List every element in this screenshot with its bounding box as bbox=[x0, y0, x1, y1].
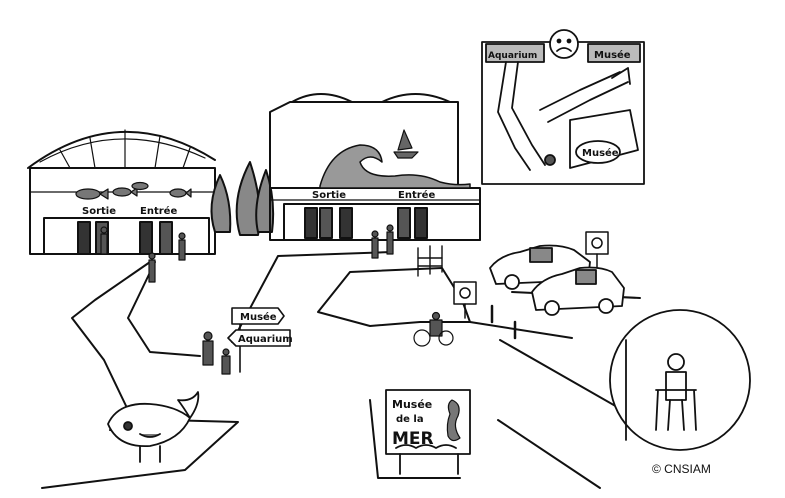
signpost bbox=[227, 307, 291, 373]
copyright-text: © CNSIAM bbox=[652, 462, 711, 476]
stairs bbox=[417, 245, 443, 277]
signpost-aquarium-label: Aquarium bbox=[238, 334, 293, 345]
aquarium-entry-label: Entrée bbox=[140, 205, 177, 217]
aquarium-building bbox=[27, 129, 216, 255]
map-museum-bubble-label: Musée bbox=[582, 147, 619, 159]
billboard bbox=[385, 389, 471, 475]
museum-entry-label: Entrée bbox=[398, 189, 435, 201]
sailboat-icon bbox=[393, 129, 419, 159]
billboard-line1: Musée bbox=[392, 398, 432, 411]
wave-icon bbox=[319, 144, 471, 189]
walker-inset bbox=[609, 309, 751, 451]
bollards bbox=[490, 304, 517, 340]
wheelchair-icon bbox=[453, 281, 477, 319]
map-inset bbox=[481, 29, 645, 185]
billboard-line3: MER bbox=[392, 429, 434, 449]
whale-icon bbox=[107, 391, 200, 463]
map-museum-top-label: Musée bbox=[594, 49, 631, 61]
parked-cars bbox=[489, 244, 625, 316]
signpost-museum-label: Musée bbox=[240, 311, 277, 323]
aquarium-exit-label: Sortie bbox=[82, 206, 116, 217]
trees bbox=[210, 161, 275, 236]
wheelchair-icon bbox=[585, 231, 609, 269]
people bbox=[100, 224, 454, 375]
seahorse-icon bbox=[446, 399, 461, 442]
museum-exit-label: Sortie bbox=[312, 190, 346, 201]
map-aquarium-label: Aquarium bbox=[488, 51, 537, 61]
fish-icon bbox=[75, 181, 192, 200]
billboard-line2: de la bbox=[396, 414, 424, 425]
sad-face-icon bbox=[549, 29, 579, 59]
museum-building bbox=[269, 93, 481, 241]
